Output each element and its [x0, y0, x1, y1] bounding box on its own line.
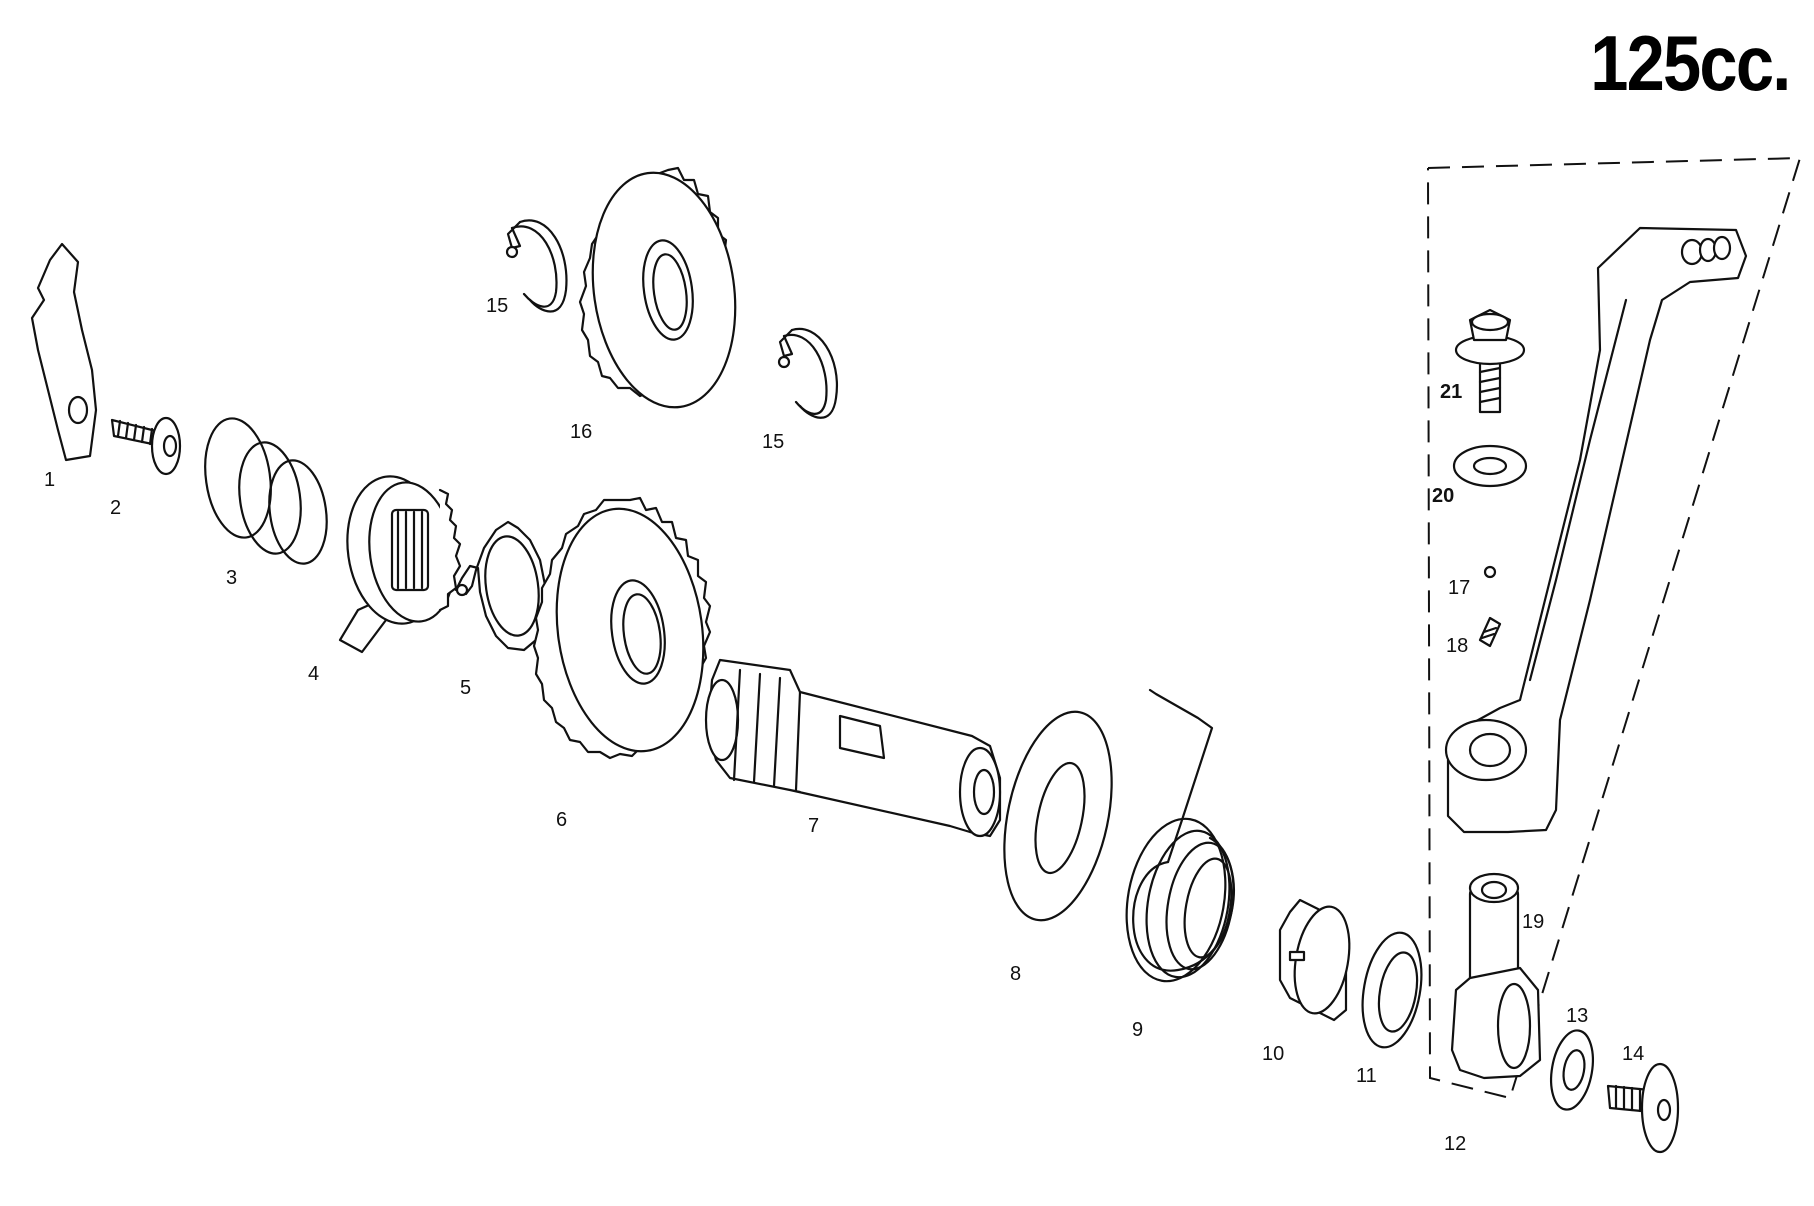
label-part-10: 10 — [1262, 1043, 1284, 1065]
label-part-12: 12 — [1444, 1133, 1466, 1155]
label-part-17: 17 — [1448, 577, 1470, 599]
part-19-kick-boss — [1450, 872, 1542, 1080]
part-7-kickstart-shaft — [704, 658, 1002, 838]
label-part-5: 5 — [460, 677, 471, 699]
part-20-washer — [1452, 444, 1528, 488]
part-labels: 1 2 3 4 5 6 7 8 9 10 11 12 13 14 15 15 1… — [44, 295, 1644, 1155]
part-8-washer — [1003, 710, 1113, 922]
label-part-6: 6 — [556, 809, 567, 831]
label-part-11: 11 — [1356, 1065, 1377, 1087]
part-10-collar — [1278, 898, 1351, 1022]
label-part-9: 9 — [1132, 1019, 1143, 1041]
part-5-circlip — [454, 520, 548, 652]
label-part-8: 8 — [1010, 963, 1021, 985]
label-part-14: 14 — [1622, 1043, 1644, 1065]
part-13-washer — [1550, 1029, 1594, 1111]
part-9-return-spring — [1125, 688, 1235, 983]
lever-group-outline — [1427, 156, 1802, 1100]
label-part-21: 21 — [1440, 381, 1462, 403]
part-15-circlip-left — [505, 219, 568, 313]
part-6-drive-gear — [532, 496, 712, 760]
part-15-circlip-right — [777, 327, 839, 419]
part-17-ball — [1483, 565, 1497, 579]
label-part-7: 7 — [808, 815, 819, 837]
page-title: 125cc. — [1590, 19, 1792, 107]
part-1-lock-plate — [30, 242, 98, 462]
label-part-15-right: 15 — [762, 431, 784, 453]
label-part-3: 3 — [226, 567, 237, 589]
label-part-18: 18 — [1446, 635, 1468, 657]
label-part-16: 16 — [570, 421, 592, 443]
label-part-1: 1 — [44, 469, 55, 491]
label-part-20: 20 — [1432, 485, 1454, 507]
label-part-2: 2 — [110, 497, 121, 519]
label-part-13: 13 — [1566, 1005, 1588, 1027]
label-part-15-left: 15 — [486, 295, 508, 317]
part-4-ratchet — [338, 475, 462, 654]
kickstart-lever — [1444, 226, 1748, 834]
part-2-screw — [110, 416, 182, 476]
part-14-bolt — [1606, 1062, 1680, 1154]
label-part-19: 19 — [1522, 911, 1544, 933]
part-3-spring — [204, 417, 328, 565]
part-11-oil-seal — [1361, 931, 1423, 1049]
part-18-detent-spring — [1478, 616, 1502, 648]
part-16-idler-gear — [578, 166, 737, 409]
part-21-flange-bolt — [1454, 308, 1526, 414]
label-part-4: 4 — [308, 663, 319, 685]
